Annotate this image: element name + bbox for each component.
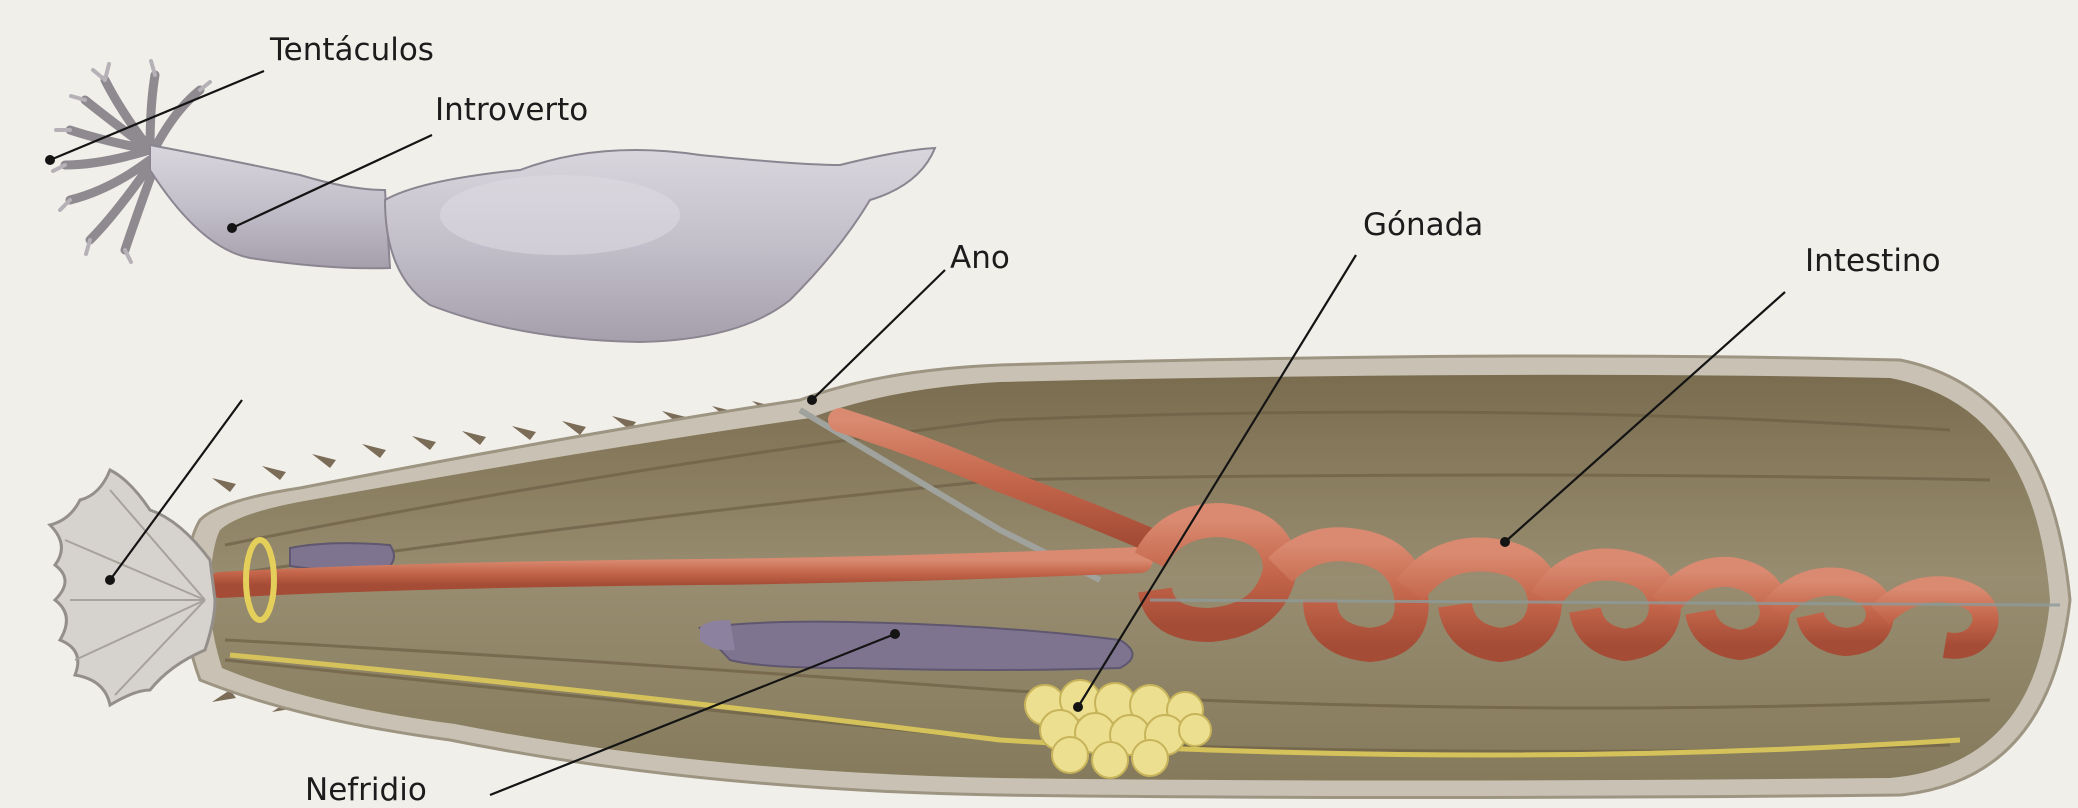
label-nefridio: Nefridio xyxy=(305,775,427,806)
anterior-crown xyxy=(50,470,215,705)
trunk xyxy=(385,148,935,342)
label-gonada: Gónada xyxy=(1363,210,1483,241)
label-ano: Ano xyxy=(950,243,1010,274)
label-intestino: Intestino xyxy=(1805,246,1941,277)
label-introverto: Introverto xyxy=(435,95,588,126)
introvert xyxy=(150,145,390,268)
dissected-specimen xyxy=(50,356,2070,798)
label-tentaculos: Tentáculos xyxy=(270,35,434,66)
